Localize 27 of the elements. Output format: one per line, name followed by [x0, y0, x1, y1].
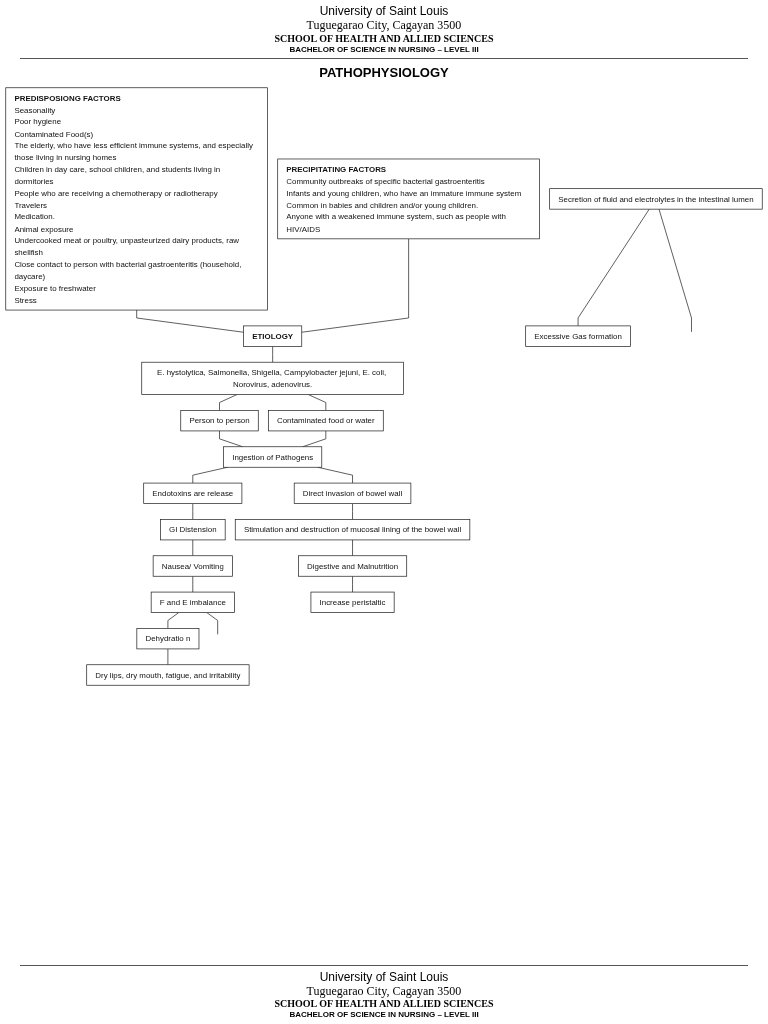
connector — [206, 612, 219, 636]
connector — [352, 503, 353, 521]
connector — [352, 539, 353, 557]
connector — [167, 612, 180, 630]
university-name: University of Saint Louis — [318, 4, 450, 19]
connector — [192, 503, 194, 521]
connector — [658, 209, 692, 333]
connector — [301, 238, 409, 333]
diagram-title: PATHOPHYSIOLOGY — [318, 65, 450, 81]
connector — [577, 209, 650, 327]
school-name: SCHOOL OF HEALTH AND ALLIED SCIENCES — [273, 998, 495, 1011]
school-address: Tuguegarao City, Cagayan 3500 — [305, 18, 463, 33]
program-name: BACHELOR OF SCIENCE IN NURSING – LEVEL III — [288, 44, 480, 55]
connector — [308, 394, 327, 412]
connector — [272, 346, 274, 363]
connector — [167, 648, 169, 666]
connector — [192, 539, 194, 557]
connector — [219, 394, 238, 412]
connector — [136, 310, 244, 333]
school-address: Tuguegarao City, Cagayan 3500 — [305, 984, 463, 999]
connector — [192, 576, 194, 593]
connector — [219, 430, 244, 448]
school-name: SCHOOL OF HEALTH AND ALLIED SCIENCES — [273, 32, 495, 45]
connector — [302, 430, 327, 448]
university-name: University of Saint Louis — [318, 969, 450, 984]
connector — [352, 576, 353, 593]
program-name: BACHELOR OF SCIENCE IN NURSING – LEVEL III — [288, 1010, 480, 1020]
